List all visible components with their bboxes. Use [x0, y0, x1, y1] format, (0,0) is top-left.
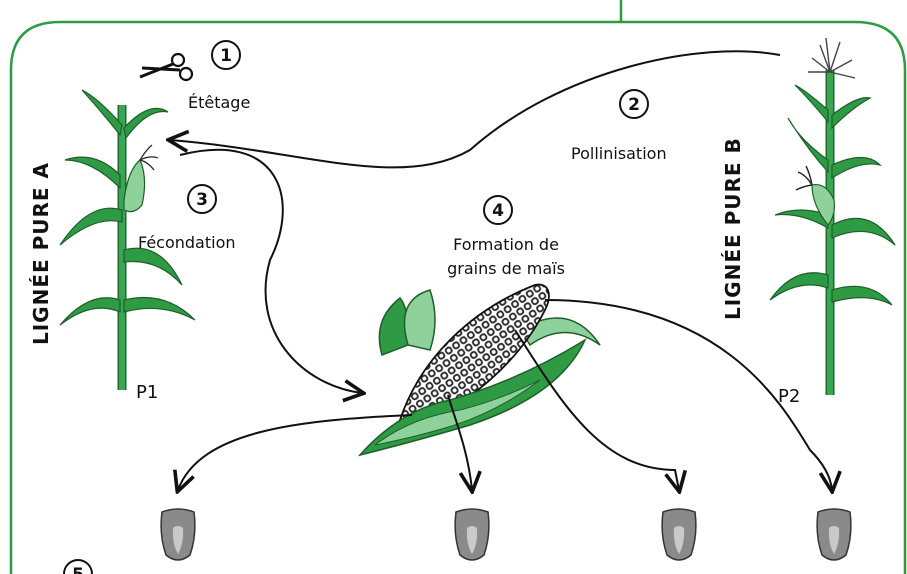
corn-grain: [455, 509, 489, 560]
step-5-number: 5: [72, 565, 84, 574]
step-2-label: Pollinisation: [571, 144, 667, 163]
line-b-label: LIGNÉE PURE B: [721, 137, 745, 320]
corn-plant-b: [770, 38, 895, 395]
step-4-label-line1: Formation de: [453, 235, 559, 254]
step-1-number: 1: [220, 46, 232, 66]
step-4-label-line2: grains de maïs: [447, 259, 565, 278]
step-4-number: 4: [492, 201, 504, 221]
grain-arrow-1: [178, 415, 412, 490]
grain-arrow-3: [515, 330, 679, 490]
step-2-number: 2: [628, 95, 640, 115]
parent-p1-label: P1: [136, 382, 158, 403]
step-3-label: Fécondation: [138, 233, 236, 252]
corn-grain: [662, 509, 696, 560]
parent-p2-label: P2: [778, 386, 800, 407]
corn-cob: [360, 285, 600, 455]
corn-grain: [161, 509, 195, 560]
pollination-arrow: [170, 51, 780, 167]
step-3-number: 3: [196, 190, 208, 210]
scissors-icon: [140, 54, 192, 80]
step-1-label: Étêtage: [188, 93, 250, 112]
line-a-label: LIGNÉE PURE A: [29, 162, 53, 345]
corn-grain: [817, 509, 851, 560]
